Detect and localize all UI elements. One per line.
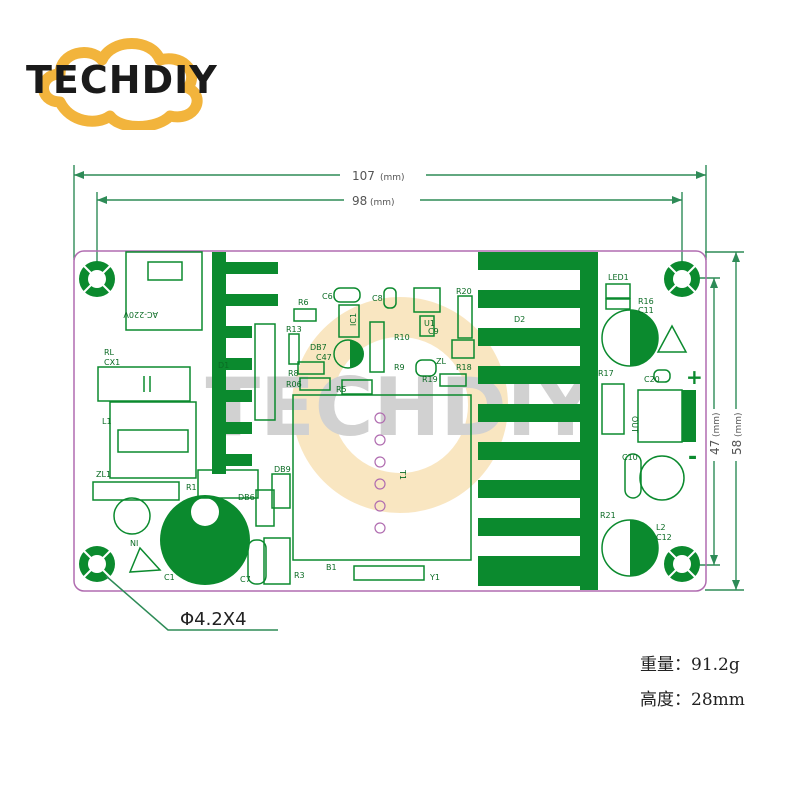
brand-name: TECHDIY xyxy=(26,58,218,102)
label-ni: NI xyxy=(130,539,138,548)
label-zl: ZL xyxy=(436,357,446,366)
label-c20: C20 xyxy=(644,375,660,384)
mounting-hole-icon xyxy=(664,261,700,297)
out-plus: + xyxy=(686,365,703,389)
label-db7: DB7 xyxy=(310,343,327,352)
weight-value: 91.2g xyxy=(691,655,740,675)
spec-weight: 重量：91.2g xyxy=(640,650,740,675)
dim-107-unit: (mm) xyxy=(380,173,405,183)
label-y1: Y1 xyxy=(429,573,440,582)
label-c47: C47 xyxy=(316,353,332,362)
mounting-hole-icon xyxy=(79,546,115,582)
mounting-holes xyxy=(79,261,700,582)
hole-callout-leader xyxy=(105,575,278,631)
label-r17: R17 xyxy=(598,369,614,378)
dim-98: 98 xyxy=(352,194,367,208)
label-r8: R8 xyxy=(288,369,299,378)
label-l2: L2 xyxy=(656,523,666,532)
dim-47-unit: (mm) xyxy=(712,412,722,437)
label-ic1: IC1 xyxy=(349,313,358,326)
dim-107: 107 xyxy=(352,169,375,183)
label-c10: C10 xyxy=(622,453,638,462)
hole-callout: Φ4.2X4 xyxy=(180,609,247,630)
label-r5: R5 xyxy=(336,385,347,394)
label-c1: C1 xyxy=(164,573,175,582)
label-c6: C6 xyxy=(322,292,333,301)
mounting-hole-icon xyxy=(79,261,115,297)
c47-outline xyxy=(333,339,363,369)
label-db6: DB6 xyxy=(238,493,255,502)
label-c9: C9 xyxy=(428,327,439,336)
weight-label: 重量： xyxy=(640,655,691,675)
spec-height: 高度：28mm xyxy=(640,685,745,710)
label-r16: R16 xyxy=(638,297,654,306)
label-c12: C12 xyxy=(656,533,672,542)
component-labels: AC-220V RL CX1 L1 ZL1 R1 NI C1 C7 D1 R3 … xyxy=(96,273,672,584)
label-db9: DB9 xyxy=(274,465,291,474)
board-outline xyxy=(73,250,707,592)
dim-58-unit: (mm) xyxy=(734,412,744,437)
label-r3: R3 xyxy=(294,571,305,580)
label-rl: RL xyxy=(104,348,115,357)
dim-58: 58 xyxy=(730,440,744,455)
label-c8: C8 xyxy=(372,294,383,303)
label-cx1: CX1 xyxy=(104,358,120,367)
dim-98-unit: (mm) xyxy=(370,198,395,208)
mounting-hole-icon xyxy=(664,546,700,582)
label-out: OUT xyxy=(630,416,639,433)
c1-pad-hole xyxy=(191,498,219,526)
label-r19: R19 xyxy=(422,375,438,384)
label-r18: R18 xyxy=(456,363,472,372)
cloud-logo-icon xyxy=(38,38,203,132)
label-r10: R10 xyxy=(394,333,410,342)
label-input: AC-220V xyxy=(123,310,158,319)
label-d1: D1 xyxy=(218,361,229,370)
label-led1: LED1 xyxy=(608,273,629,282)
height-label: 高度： xyxy=(640,690,691,710)
label-r1: R1 xyxy=(186,483,197,492)
component-outlines xyxy=(92,251,688,585)
dimension-lines xyxy=(73,165,744,591)
label-zl1: ZL1 xyxy=(96,470,111,479)
dimension-labels: 107 (mm) 98 (mm) 58 (mm) 47 (mm) xyxy=(340,168,744,461)
label-r6: R6 xyxy=(298,298,309,307)
out-minus: - xyxy=(688,445,697,470)
label-r21: R21 xyxy=(600,511,616,520)
copper-areas xyxy=(160,252,696,590)
label-c11: C11 xyxy=(638,306,654,315)
label-c7: C7 xyxy=(240,575,251,584)
label-d2: D2 xyxy=(514,315,525,324)
height-value: 28mm xyxy=(691,690,745,710)
label-u1: U1 xyxy=(424,319,435,328)
label-b1: B1 xyxy=(326,563,337,572)
label-r9: R9 xyxy=(394,363,405,372)
label-t1: T1 xyxy=(398,469,407,480)
transformer-pins xyxy=(374,412,386,534)
label-r20: R20 xyxy=(456,287,472,296)
label-r13: R13 xyxy=(286,325,302,334)
brand-logo: TECHDIY xyxy=(20,30,220,132)
label-l1: L1 xyxy=(102,417,112,426)
dim-47: 47 xyxy=(708,440,722,455)
label-r06: R06 xyxy=(286,380,302,389)
